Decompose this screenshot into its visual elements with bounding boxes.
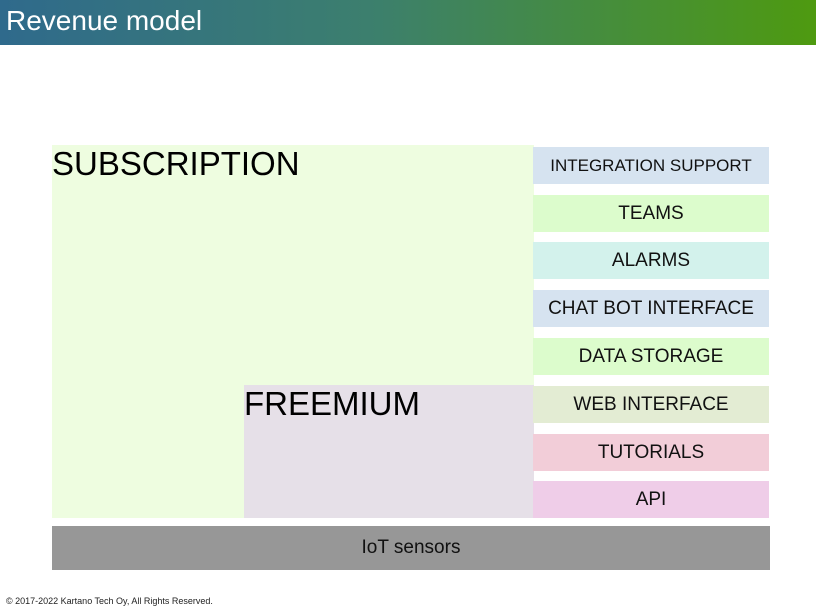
- feature-tutorials: TUTORIALS: [533, 434, 769, 471]
- freemium-tier: FREEMIUM: [244, 385, 534, 518]
- slide-title: Revenue model: [6, 5, 203, 36]
- subscription-label: SUBSCRIPTION: [52, 145, 300, 182]
- feature-teams: TEAMS: [533, 195, 769, 232]
- feature-web-interface: WEB INTERFACE: [533, 386, 769, 423]
- title-bar: Revenue model: [0, 0, 816, 45]
- feature-chat-bot-interface: CHAT BOT INTERFACE: [533, 290, 769, 327]
- freemium-label: FREEMIUM: [244, 385, 420, 422]
- copyright-footer: © 2017-2022 Kartano Tech Oy, All Rights …: [6, 596, 213, 606]
- iot-sensors-base: IoT sensors: [52, 526, 770, 570]
- feature-api: API: [533, 481, 769, 518]
- feature-data-storage: DATA STORAGE: [533, 338, 769, 375]
- feature-alarms: ALARMS: [533, 242, 769, 279]
- feature-integration-support: INTEGRATION SUPPORT: [533, 147, 769, 184]
